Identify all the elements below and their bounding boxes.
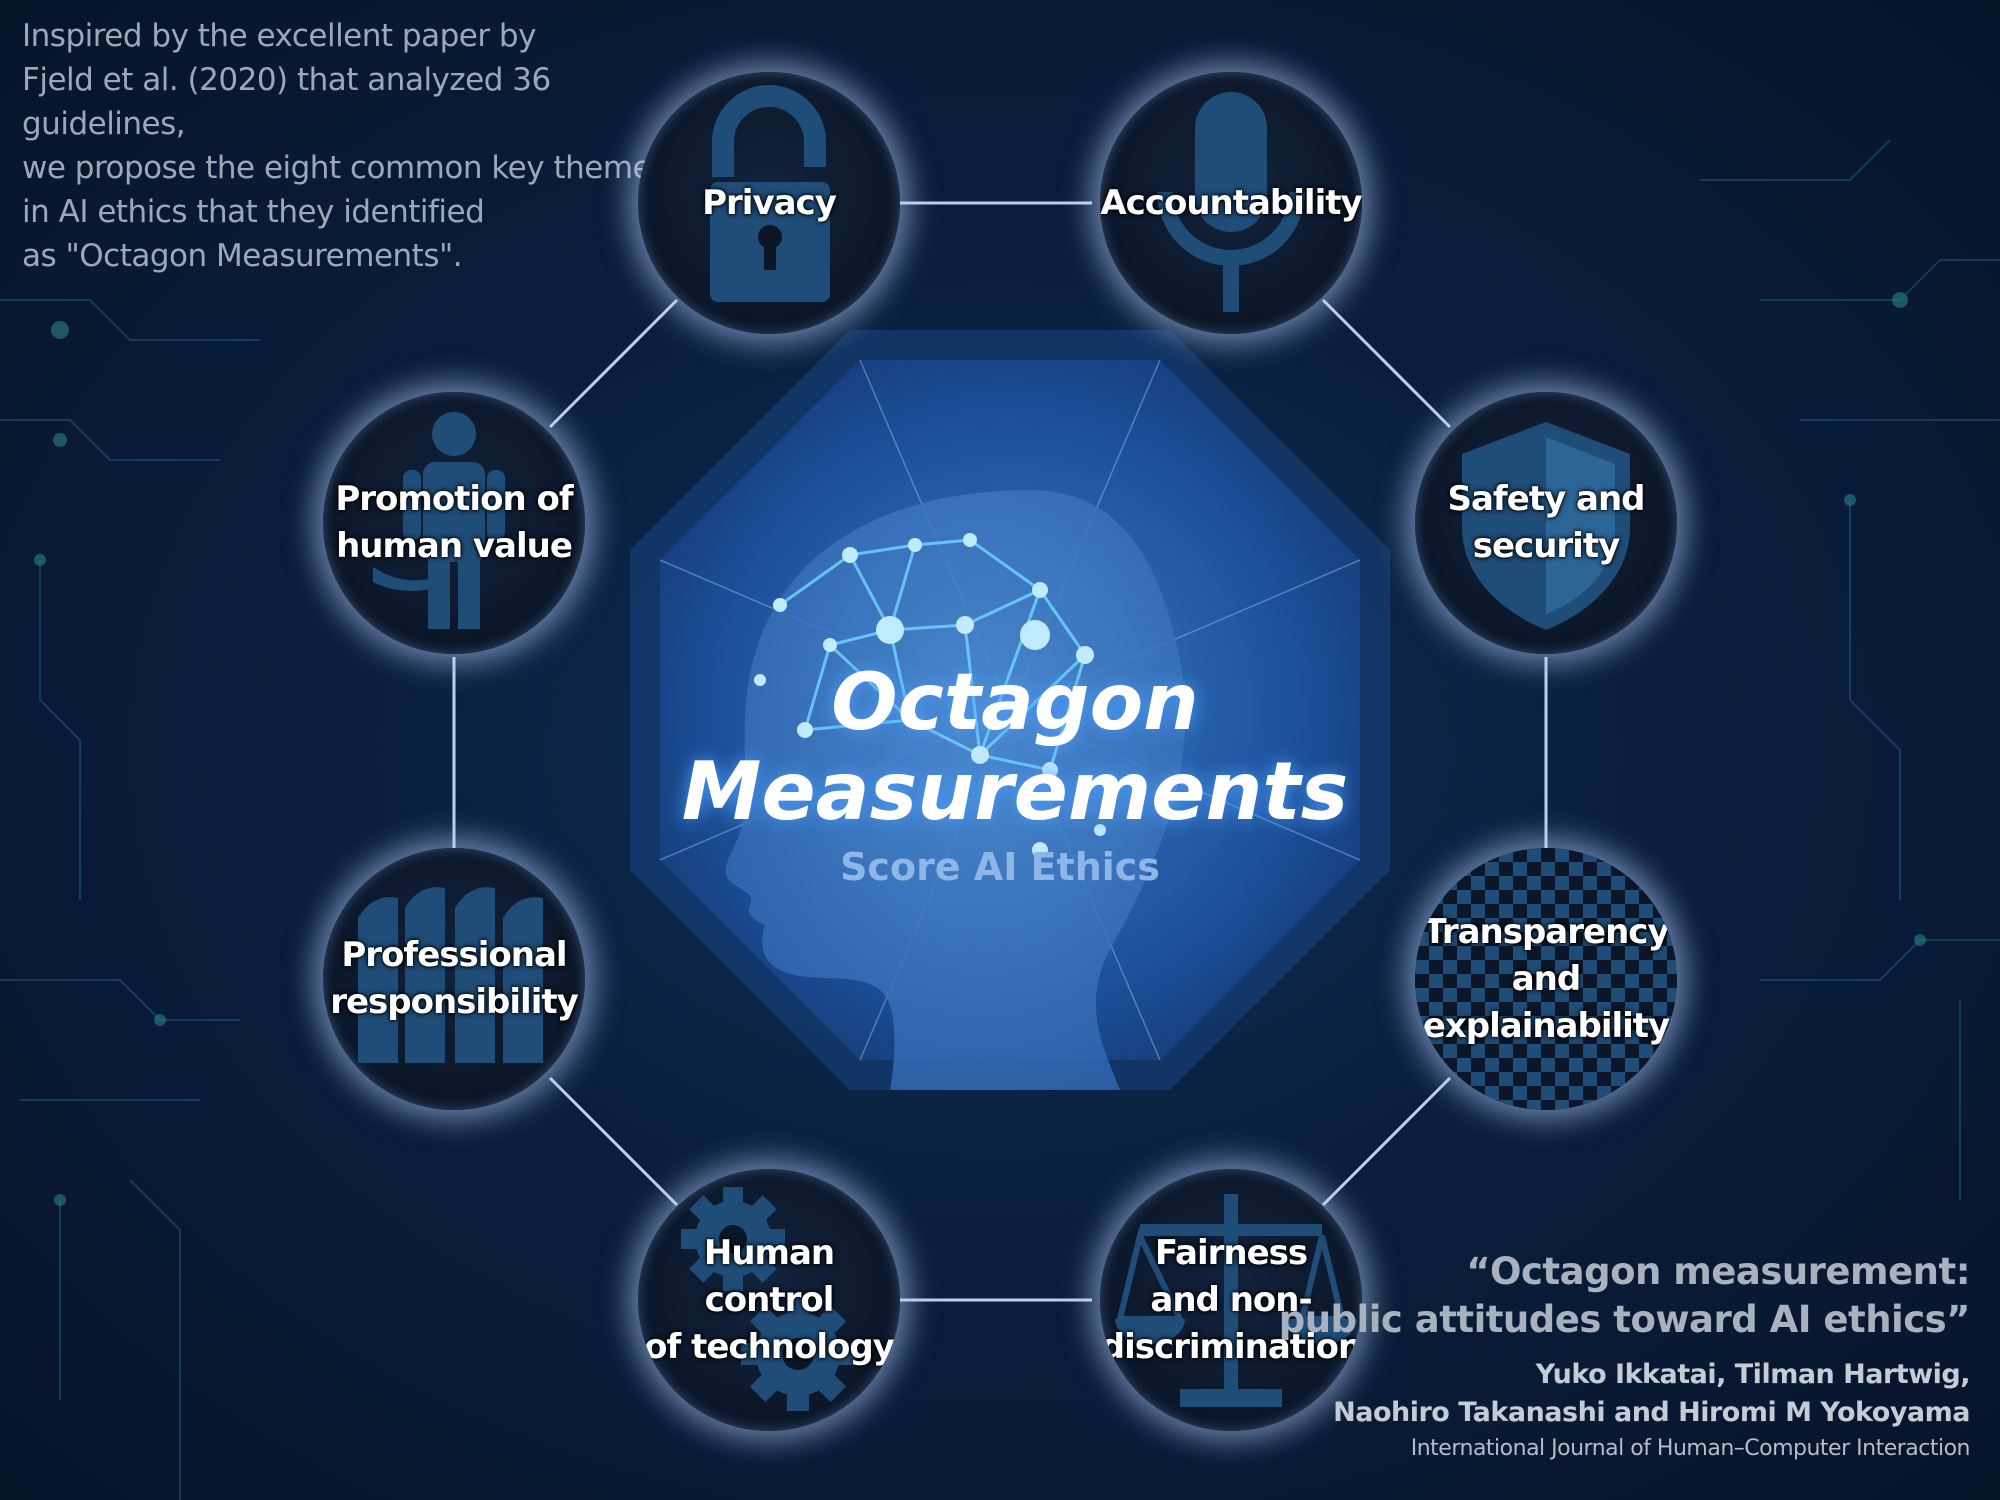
books-icon <box>358 887 543 1063</box>
gears-icon <box>681 1187 855 1411</box>
shield-icon <box>1462 422 1630 630</box>
padlock-icon <box>710 85 830 302</box>
theme-privacy: Privacy <box>638 72 900 334</box>
paper-title: “Octagon measurement: public attitudes t… <box>1278 1250 1971 1341</box>
theme-accountability: Accountability <box>1100 72 1362 334</box>
paper-authors: Yuko Ikkatai, Tilman Hartwig, Naohiro Ta… <box>1333 1359 1970 1428</box>
theme-transparency-explainability: Transparency and explainability <box>1415 848 1677 1110</box>
octagon-head-illustration <box>630 330 1390 1090</box>
theme-label: Safety and security <box>1447 479 1645 566</box>
theme-label: Privacy <box>702 182 837 223</box>
theme-label: Fairness and non- discrimination <box>1100 1232 1362 1367</box>
theme-human-control: Human control of technology <box>638 1169 900 1431</box>
theme-label: Human control of technology <box>644 1232 895 1367</box>
theme-fairness-nondiscrimination: Fairness and non- discrimination <box>1100 1169 1362 1431</box>
theme-label: Accountability <box>1100 182 1362 223</box>
intro-text: Inspired by the excellent paper by Fjeld… <box>22 18 667 274</box>
paper-journal: International Journal of Human–Computer … <box>1410 1436 1971 1461</box>
theme-label: Transparency and explainability <box>1422 911 1670 1046</box>
checkerboard-icon <box>1415 848 1677 1110</box>
microphone-icon <box>1157 92 1305 312</box>
theme-promotion-human-value: Promotion of human value <box>323 392 585 654</box>
theme-label: Professional responsibility <box>330 935 579 1022</box>
theme-label: Promotion of human value <box>335 479 573 566</box>
center-title-line2: Measurements <box>681 745 1349 838</box>
theme-professional-responsibility: Professional responsibility <box>323 848 585 1110</box>
person-icon <box>373 412 505 629</box>
theme-safety-security: Safety and security <box>1415 392 1677 654</box>
scales-icon <box>1115 1194 1357 1407</box>
center-title-line1: Octagon <box>831 658 1199 748</box>
center-subtitle: Score AI Ethics <box>840 845 1160 889</box>
